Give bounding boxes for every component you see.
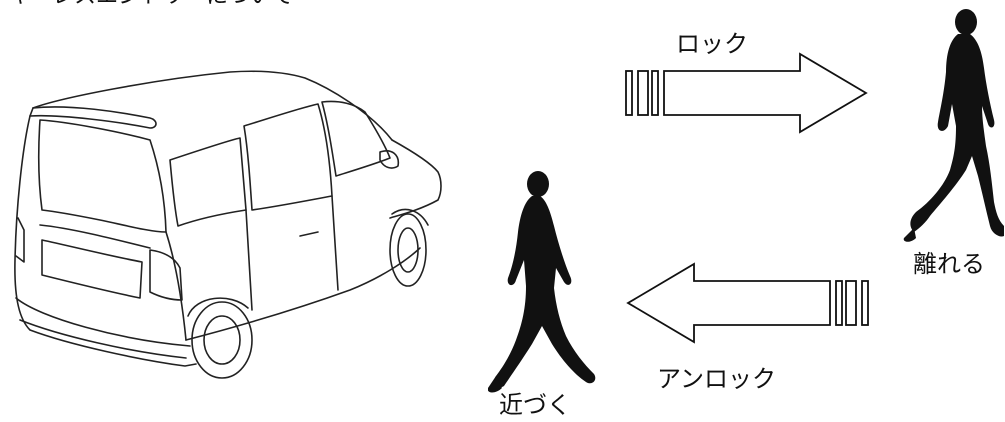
unlock-signal-arrow-icon <box>626 262 869 344</box>
lock-label: ロック <box>676 30 748 58</box>
approach-label: 近づく <box>499 391 571 419</box>
unlock-label: アンロック <box>657 365 777 393</box>
person-approaching-icon <box>488 171 596 393</box>
person-leaving-icon <box>903 9 1004 242</box>
diagram-caption: キーレスエントリーについて <box>8 0 293 8</box>
lock-signal-arrow-icon <box>625 52 868 134</box>
walk-away-label: 離れる <box>913 250 985 278</box>
